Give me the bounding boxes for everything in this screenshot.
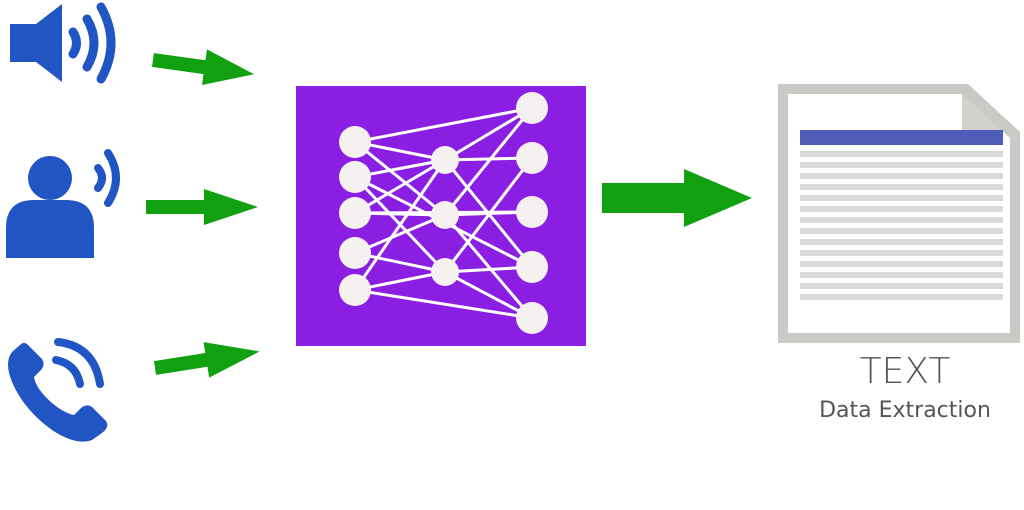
neural-network: [296, 86, 586, 346]
network-edge: [443, 157, 534, 273]
network-edge: [354, 288, 533, 320]
network-edge: [354, 140, 446, 217]
input-arrow-middle: [146, 189, 258, 225]
network-node: [516, 92, 548, 124]
output-arrow: [602, 169, 752, 227]
network-edge: [444, 106, 533, 162]
document-text-line: [800, 250, 1003, 256]
input-arrow-top: [152, 49, 255, 86]
network-edge: [354, 106, 533, 144]
document-text-line: [800, 272, 1003, 278]
document-text-line: [800, 206, 1003, 212]
network-node: [431, 201, 459, 229]
network-node: [339, 161, 371, 193]
speaking-person-icon: [6, 149, 120, 258]
network-edge: [444, 270, 533, 320]
network-node: [339, 197, 371, 229]
document-header-bar: [800, 130, 1003, 145]
network-node: [516, 142, 548, 174]
document-text-line: [800, 184, 1003, 190]
network-node: [516, 251, 548, 283]
output-sublabel: Data Extraction: [819, 398, 991, 423]
network-node: [339, 274, 371, 306]
document-text-line: [800, 217, 1003, 223]
document-icon: [778, 84, 1020, 343]
document-text-line: [800, 261, 1003, 267]
network-edge: [354, 213, 446, 255]
document-text-line: [800, 283, 1003, 289]
document-text-lines: [800, 151, 1003, 300]
document-text-line: [800, 239, 1003, 245]
network-edge: [443, 107, 534, 216]
document-text-line: [800, 162, 1003, 168]
document-text-line: [800, 294, 1003, 300]
document-text-line: [800, 173, 1003, 179]
document-text-line: [800, 195, 1003, 201]
network-node: [339, 126, 371, 158]
network-edge: [353, 159, 447, 291]
network-edge: [354, 158, 446, 215]
document-text-line: [800, 151, 1003, 157]
speaker-icon: [10, 2, 116, 84]
network-node: [431, 146, 459, 174]
network-nodes: [339, 92, 548, 334]
network-node: [431, 258, 459, 286]
document-text-line: [800, 228, 1003, 234]
network-node: [516, 302, 548, 334]
input-arrow-bottom: [153, 342, 260, 378]
network-edge: [443, 214, 534, 319]
output-label: TEXT: [860, 351, 951, 392]
network-node: [339, 237, 371, 269]
network-node: [516, 196, 548, 228]
phone-icon: [8, 338, 108, 442]
